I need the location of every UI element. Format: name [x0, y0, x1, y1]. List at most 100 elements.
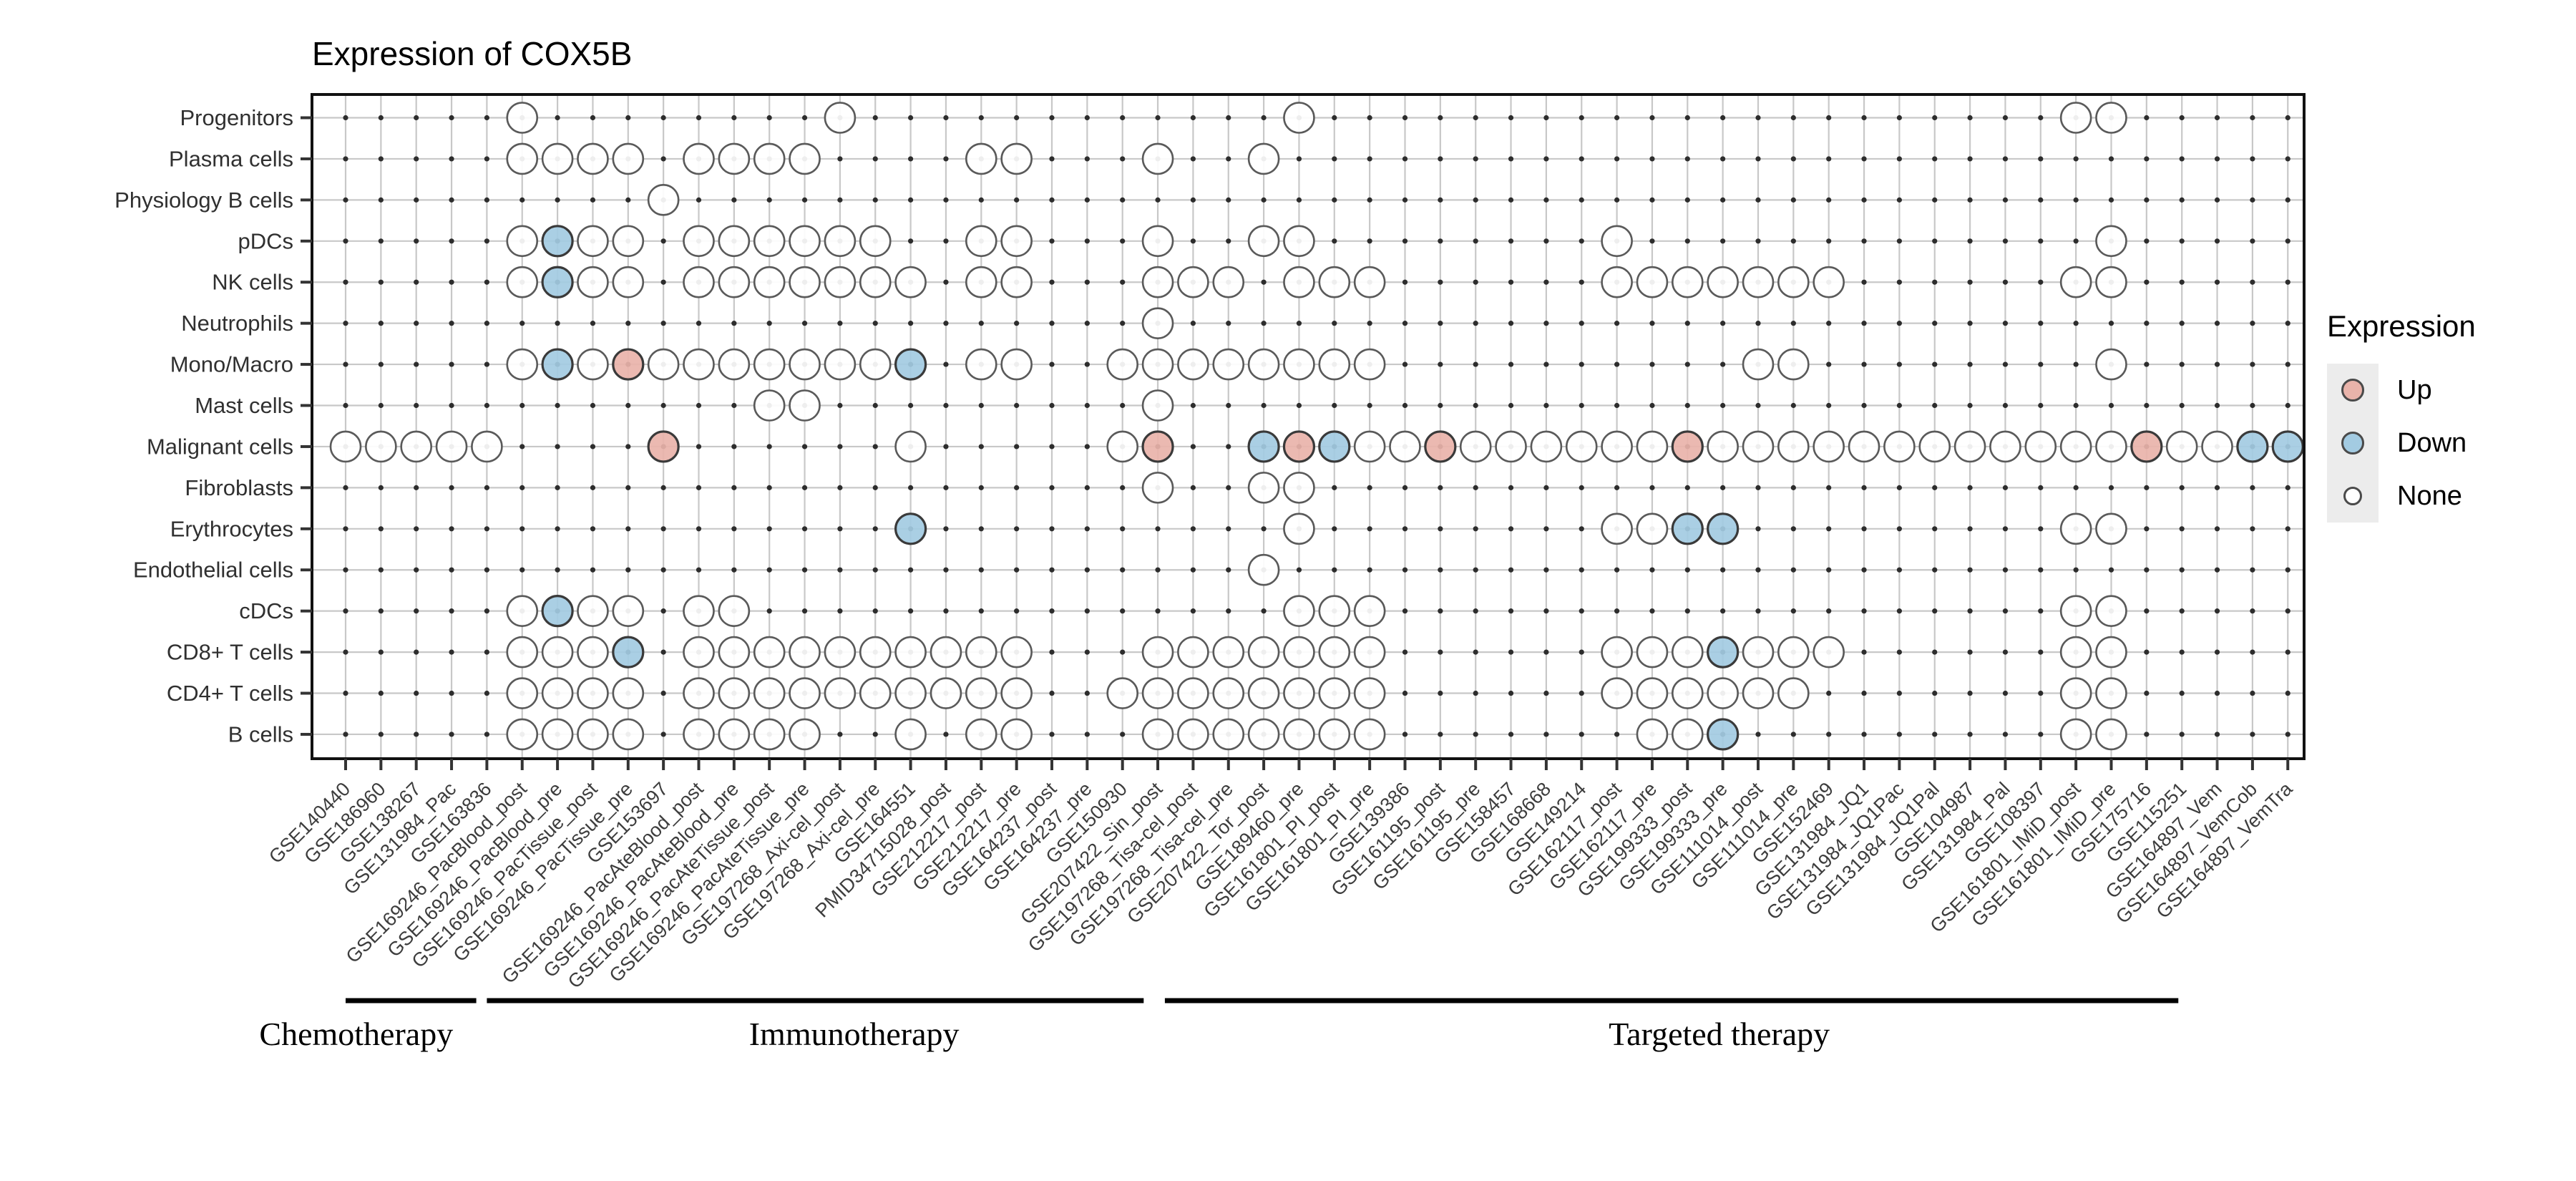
grid-point — [1438, 402, 1443, 409]
grid-point — [590, 402, 596, 409]
grid-point — [1579, 526, 1584, 532]
expression-dot-none — [1318, 266, 1351, 298]
grid-point — [1508, 361, 1514, 367]
grid-point — [2144, 649, 2150, 655]
grid-point — [1190, 567, 1196, 573]
grid-point — [378, 321, 384, 326]
expression-dot-none — [859, 677, 892, 709]
expression-dot-none — [683, 677, 715, 709]
grid-point — [1826, 115, 1832, 121]
grid-point — [1614, 361, 1620, 367]
expression-dot-none — [1353, 636, 1386, 669]
expression-dot-none — [1318, 636, 1351, 669]
grid-point — [1402, 115, 1408, 121]
grid-point — [343, 115, 348, 121]
expression-dot-down — [541, 225, 574, 258]
expression-dot-none — [1601, 266, 1633, 298]
grid-point — [1226, 444, 1231, 449]
grid-point — [1438, 485, 1443, 490]
grid-point — [1402, 485, 1408, 490]
grid-point — [2144, 608, 2150, 614]
grid-point — [555, 444, 560, 449]
down-dot-icon — [2341, 432, 2364, 455]
grid-point — [1473, 690, 1478, 696]
grid-point — [2179, 608, 2185, 614]
grid-point — [1402, 649, 1408, 655]
expression-dot-none — [577, 142, 609, 175]
grid-point — [1332, 321, 1337, 326]
grid-point — [660, 526, 666, 532]
page-title: Expression of COX5B — [312, 35, 633, 72]
expression-dot-none — [541, 636, 574, 669]
expression-dot-none — [1000, 677, 1033, 709]
grid-point — [1084, 279, 1090, 285]
grid-point — [1543, 197, 1549, 203]
grid-point — [1508, 690, 1514, 696]
grid-point — [1438, 608, 1443, 614]
expression-dot-down — [612, 636, 645, 669]
grid-point — [696, 567, 702, 573]
expression-dot-none — [683, 142, 715, 175]
grid-point — [908, 321, 914, 326]
grid-point — [908, 567, 914, 573]
grid-point — [484, 526, 490, 532]
grid-point — [2144, 279, 2150, 285]
expression-dot-none — [541, 677, 574, 709]
grid-point — [2179, 156, 2185, 162]
grid-point — [519, 485, 525, 490]
grid-point — [1438, 732, 1443, 737]
grid-point — [2250, 567, 2255, 573]
expression-dot-none — [1283, 472, 1315, 504]
grid-point — [2285, 732, 2290, 737]
grid-point — [1861, 197, 1867, 203]
grid-point — [1579, 238, 1584, 244]
grid-point — [1190, 444, 1196, 449]
grid-point — [1296, 402, 1302, 409]
grid-point — [2285, 361, 2290, 367]
expression-dot-none — [1283, 677, 1315, 709]
expression-dot-none — [824, 636, 857, 669]
grid-point — [1296, 197, 1302, 203]
grid-point — [378, 608, 384, 614]
grid-point — [484, 485, 490, 490]
grid-point — [2250, 321, 2255, 326]
grid-point — [943, 321, 949, 326]
grid-point — [978, 608, 984, 614]
expression-dot-none — [1601, 636, 1633, 669]
grid-point — [1014, 321, 1020, 326]
grid-point — [2144, 732, 2150, 737]
expression-dot-none — [1672, 677, 1704, 709]
grid-point — [2038, 402, 2044, 409]
grid-point — [1790, 402, 1796, 409]
grid-point — [2038, 690, 2044, 696]
expression-dot-none — [859, 225, 892, 258]
grid-point — [943, 156, 949, 162]
grid-point — [343, 567, 348, 573]
grid-point — [801, 608, 808, 614]
grid-point — [1579, 485, 1584, 490]
expression-dot-none — [506, 102, 539, 134]
grid-point — [872, 444, 878, 449]
grid-point — [555, 115, 560, 121]
expression-dot-none — [1141, 389, 1174, 422]
grid-point — [696, 526, 702, 532]
grid-point — [449, 402, 454, 409]
grid-point — [625, 321, 631, 326]
grid-point — [2250, 156, 2255, 162]
expression-dot-none — [965, 636, 997, 669]
expression-dot-none — [1636, 677, 1669, 709]
grid-point — [1967, 485, 1973, 490]
grid-point — [1226, 402, 1231, 409]
grid-point — [2002, 608, 2009, 614]
grid-point — [2250, 649, 2255, 655]
expression-dot-none — [683, 636, 715, 669]
grid-point — [1332, 238, 1337, 244]
grid-point — [2073, 321, 2079, 326]
grid-point — [1084, 526, 1090, 532]
grid-point — [837, 608, 843, 614]
grid-point — [1790, 485, 1796, 490]
y-axis-label: CD4+ T cells — [167, 681, 293, 706]
grid-point — [2214, 732, 2220, 737]
grid-point — [2002, 279, 2009, 285]
grid-point — [1049, 526, 1055, 532]
